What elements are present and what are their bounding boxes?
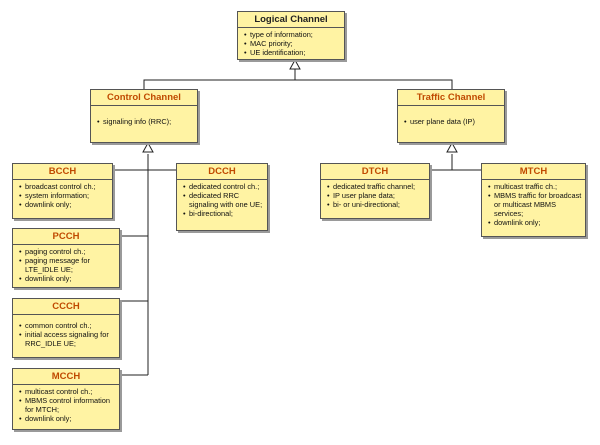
inherit-arrow-logical (289, 58, 301, 70)
list-item: MBMS control information for MTCH; (19, 396, 116, 415)
bcch-box: BCCH broadcast control ch.; system infor… (12, 163, 113, 219)
list-item: downlink only; (19, 200, 109, 210)
dcch-box: DCCH dedicated control ch.; dedicated RR… (176, 163, 268, 231)
list-item: signaling info (RRC); (97, 117, 194, 127)
ccch-title: CCCH (13, 299, 119, 315)
mcch-items: multicast control ch.; MBMS control info… (13, 385, 119, 424)
inherit-arrow-control (142, 141, 154, 153)
logical-channel-title: Logical Channel (238, 12, 344, 28)
mcch-box: MCCH multicast control ch.; MBMS control… (12, 368, 120, 430)
list-item: multicast traffic ch.; (488, 182, 582, 192)
dtch-box: DTCH dedicated traffic channel; IP user … (320, 163, 430, 219)
traffic-channel-title: Traffic Channel (398, 90, 504, 106)
dcch-title: DCCH (177, 164, 267, 180)
mcch-title: MCCH (13, 369, 119, 385)
list-item: bi-directional; (183, 209, 264, 219)
pcch-title: PCCH (13, 229, 119, 245)
list-item: dedicated RRC signaling with one UE; (183, 191, 264, 210)
logical-channel-items: type of information; MAC priority; UE id… (238, 28, 344, 58)
bcch-items: broadcast control ch.; system informatio… (13, 180, 112, 210)
list-item: UE identification; (244, 48, 341, 58)
list-item: MAC priority; (244, 39, 341, 49)
traffic-channel-box: Traffic Channel user plane data (IP) (397, 89, 505, 143)
dtch-items: dedicated traffic channel; IP user plane… (321, 180, 429, 210)
ccch-items: common control ch.; initial access signa… (13, 315, 119, 349)
control-channel-items: signaling info (RRC); (91, 106, 197, 127)
list-item: downlink only; (19, 274, 116, 284)
list-item: MBMS traffic for broadcast or multicast … (488, 191, 582, 219)
control-channel-title: Control Channel (91, 90, 197, 106)
list-item: bi- or uni-directional; (327, 200, 426, 210)
pcch-items: paging control ch.; paging message for L… (13, 245, 119, 284)
dcch-items: dedicated control ch.; dedicated RRC sig… (177, 180, 267, 219)
list-item: user plane data (IP) (404, 117, 501, 127)
list-item: dedicated traffic channel; (327, 182, 426, 192)
list-item: paging message for LTE_IDLE UE; (19, 256, 116, 275)
bcch-title: BCCH (13, 164, 112, 180)
inherit-arrow-traffic (446, 141, 458, 153)
connector-logical-children (143, 79, 453, 89)
mtch-items: multicast traffic ch.; MBMS traffic for … (482, 180, 585, 228)
logical-channel-box: Logical Channel type of information; MAC… (237, 11, 345, 60)
list-item: dedicated control ch.; (183, 182, 264, 192)
list-item: broadcast control ch.; (19, 182, 109, 192)
list-item: downlink only; (19, 414, 116, 424)
mtch-title: MTCH (482, 164, 585, 180)
list-item: initial access signaling for RRC_IDLE UE… (19, 330, 116, 349)
list-item: paging control ch.; (19, 247, 116, 257)
pcch-box: PCCH paging control ch.; paging message … (12, 228, 120, 288)
dtch-title: DTCH (321, 164, 429, 180)
list-item: common control ch.; (19, 321, 116, 331)
list-item: multicast control ch.; (19, 387, 116, 397)
list-item: system information; (19, 191, 109, 201)
list-item: IP user plane data; (327, 191, 426, 201)
traffic-channel-items: user plane data (IP) (398, 106, 504, 127)
control-channel-box: Control Channel signaling info (RRC); (90, 89, 198, 143)
list-item: type of information; (244, 30, 341, 40)
ccch-box: CCCH common control ch.; initial access … (12, 298, 120, 358)
list-item: downlink only; (488, 218, 582, 228)
mtch-box: MTCH multicast traffic ch.; MBMS traffic… (481, 163, 586, 237)
